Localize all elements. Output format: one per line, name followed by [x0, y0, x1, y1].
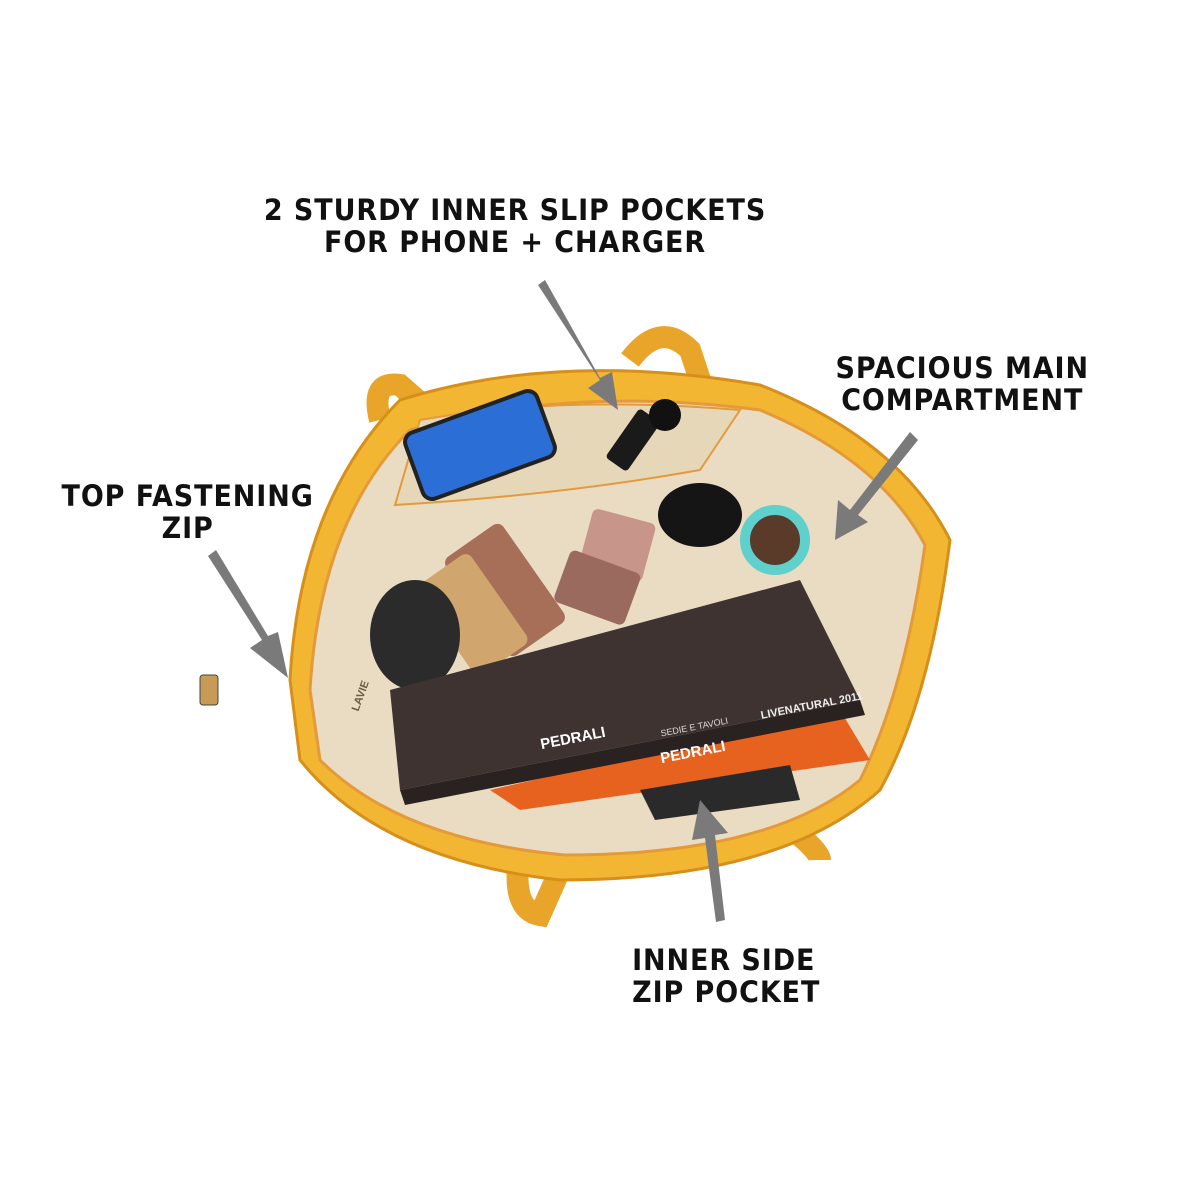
lipstick — [606, 409, 660, 471]
bag-handle-top — [366, 373, 448, 429]
zip-pull — [199, 674, 219, 706]
annotation-line: 2 STURDY INNER SLIP POCKETS — [263, 193, 767, 227]
bag-handle-top-right — [621, 326, 711, 384]
nail-polish-2 — [554, 550, 641, 625]
annotation-line: ZIP — [161, 511, 214, 545]
annotation-line: INNER SIDE — [632, 943, 816, 977]
dark-book — [390, 580, 860, 790]
annotation-line: TOP FASTENING — [61, 479, 314, 513]
phone — [403, 388, 557, 502]
speaker — [370, 580, 460, 690]
earbuds-case — [658, 483, 742, 547]
foundation-bottle — [445, 523, 565, 657]
dark-book-spine — [400, 700, 865, 805]
compact — [649, 399, 681, 431]
orange-book — [490, 710, 870, 810]
annotation-line: SPACIOUS MAIN — [835, 351, 1090, 385]
annotation-line: FOR PHONE + CHARGER — [323, 225, 707, 259]
annotation-main-compartment: SPACIOUS MAIN COMPARTMENT — [836, 352, 1089, 416]
annotation-slip-pockets: 2 STURDY INNER SLIP POCKETS FOR PHONE + … — [264, 194, 766, 258]
annotation-line: COMPARTMENT — [841, 383, 1084, 417]
annotation-line: ZIP POCKET — [632, 975, 821, 1009]
arrow-side-pocket — [692, 800, 728, 922]
arrow-slip-pockets — [538, 280, 618, 410]
arrow-main-compartment — [835, 432, 918, 540]
compact-mirror — [740, 505, 810, 575]
foundation-bottle-2 — [417, 554, 528, 676]
wallet — [640, 765, 800, 820]
annotation-side-pocket: INNER SIDE ZIP POCKET — [632, 944, 820, 1008]
annotation-top-zip: TOP FASTENING ZIP — [61, 480, 313, 544]
arrow-top-zip — [208, 550, 288, 678]
